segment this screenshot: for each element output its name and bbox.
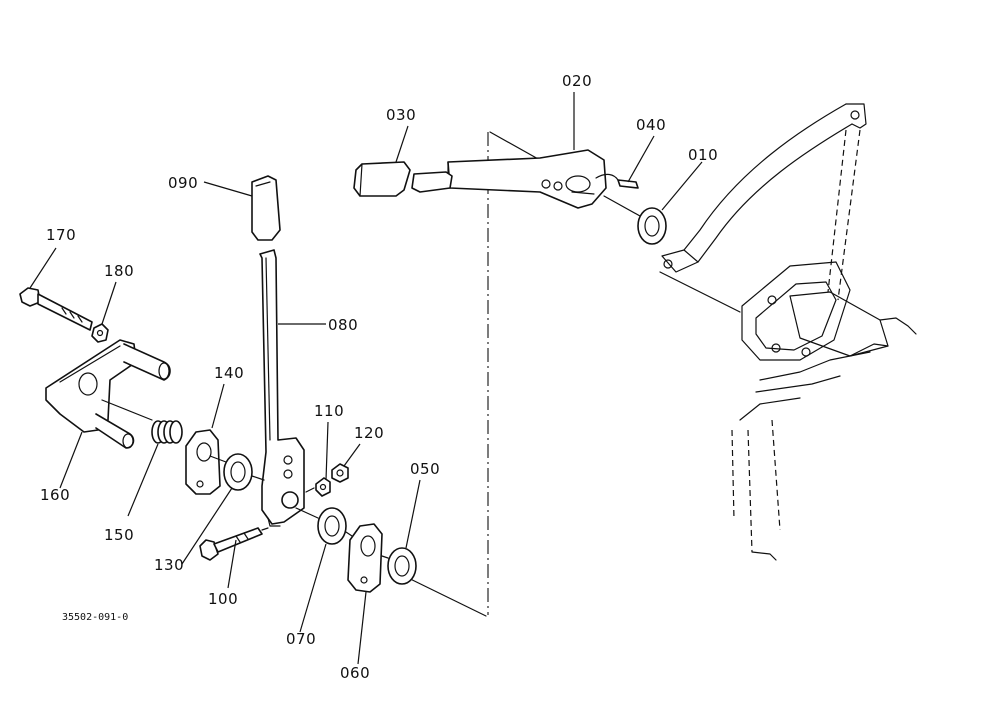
callout-060: 060 [340, 664, 370, 682]
part-010-washer [603, 195, 667, 245]
part-110-nut [305, 477, 331, 497]
callout-070: 070 [286, 630, 316, 648]
part-120-nut [331, 463, 349, 483]
assembly-axis-line-upper [489, 131, 541, 161]
part-160-bracket [45, 339, 171, 449]
callout-140: 140 [214, 364, 244, 382]
part-030-knob [353, 161, 453, 197]
callout-010: 010 [688, 146, 718, 164]
part-140-plate [185, 429, 221, 495]
part-100-bolt [199, 527, 269, 561]
callout-170: 170 [46, 226, 76, 244]
callout-100: 100 [208, 590, 238, 608]
part-080-control-lever [259, 249, 305, 527]
part-090-grip [251, 175, 281, 241]
part-040-pin [595, 173, 639, 189]
callout-080: 080 [328, 316, 358, 334]
callout-150: 150 [104, 526, 134, 544]
housing-frame [661, 103, 917, 561]
callout-130: 130 [154, 556, 184, 574]
callout-110: 110 [314, 402, 344, 420]
drawing-reference-number: 35502-091-0 [62, 612, 128, 623]
callout-020: 020 [562, 72, 592, 90]
part-050-washer [381, 547, 417, 585]
callout-180: 180 [104, 262, 134, 280]
callout-160: 160 [40, 486, 70, 504]
callout-120: 120 [354, 424, 384, 442]
leader-lines [29, 92, 703, 665]
part-150-spring [101, 399, 183, 444]
axis-line-right [659, 271, 741, 313]
callout-050: 050 [410, 460, 440, 478]
part-170-bolt [19, 287, 93, 331]
callout-030: 030 [386, 106, 416, 124]
part-070-washer [295, 507, 347, 545]
part-060-plate [345, 523, 383, 593]
callout-090: 090 [168, 174, 198, 192]
part-130-washer [209, 453, 265, 491]
part-020-lever-arm [447, 149, 607, 209]
part-180-nut [91, 323, 109, 343]
callout-040: 040 [636, 116, 666, 134]
